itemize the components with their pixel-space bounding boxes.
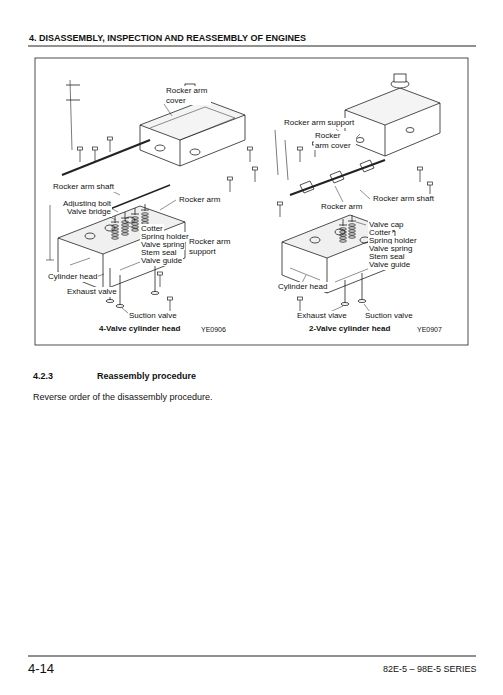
part-label: Rocker arm shaft [372, 194, 435, 204]
figure-code: YE0906 [200, 326, 227, 335]
rocker-cover-2v [345, 74, 440, 156]
page-number: 4-14 [27, 662, 55, 677]
part-label: Cylinder head [47, 272, 98, 282]
part-label: Valve guide [140, 256, 183, 266]
section-number: 4.2.3 [32, 371, 54, 382]
part-label: Valve bridge [66, 207, 112, 217]
figure-frame [35, 58, 468, 345]
part-label: Exhaust vlave [296, 311, 348, 321]
section-heading: Reassembly procedure [96, 371, 197, 382]
figure-caption: 2-Valve cylinder head [308, 324, 391, 334]
body-text: Reverse order of the disassembly procedu… [32, 392, 214, 403]
rocker-cover-4v [140, 84, 245, 166]
part-label: Rocker arm shaft [52, 182, 115, 192]
part-label: Rocker arm support [188, 237, 238, 256]
valve-spring-stack-2v [339, 215, 356, 242]
rocker-shaft-4v [62, 80, 170, 215]
figure-code: YE0907 [416, 326, 443, 335]
rocker-shaft-2v [275, 130, 385, 195]
part-label: Rocker arm [320, 202, 363, 212]
part-label: Rocker arm cover [165, 86, 211, 105]
header-rule [28, 46, 476, 47]
part-label: Rocker arm [178, 195, 221, 205]
figure-caption: 4-Valve cylinder head [98, 324, 181, 334]
part-label: Suction valve [128, 311, 178, 321]
part-label: Cylinder head [277, 282, 328, 292]
part-label: Suction valve [364, 311, 414, 321]
bolts [78, 137, 433, 312]
part-label: Exhaust valve [66, 287, 118, 297]
footer-rule [28, 656, 476, 657]
page-header: 4. DISASSEMBLY, INSPECTION AND REASSEMBL… [28, 33, 307, 44]
part-label: Rocker arm support [283, 118, 355, 128]
series-name: 82E-5 – 98E-5 SERIES [382, 664, 478, 675]
part-label: Valve guide [368, 260, 411, 270]
valves-2v [341, 273, 366, 306]
part-label: Rocker arm cover [314, 131, 356, 150]
